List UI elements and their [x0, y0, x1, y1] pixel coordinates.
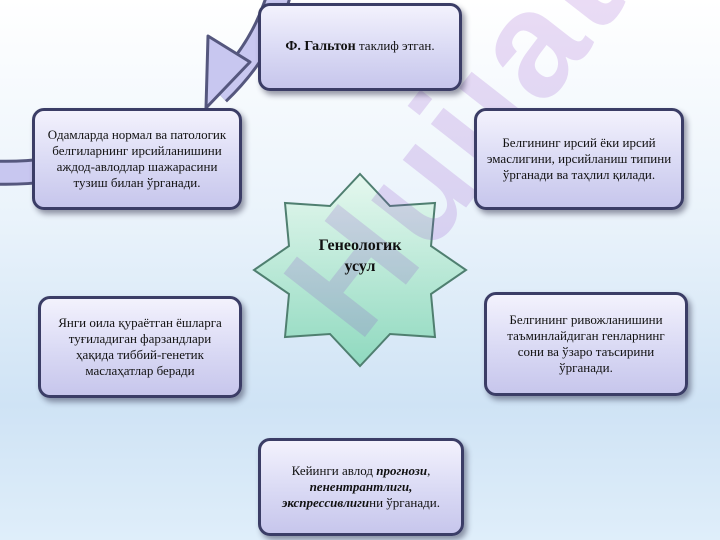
- node-top-text: таклиф этган.: [355, 38, 435, 54]
- cycle-arrow-head: [204, 34, 252, 110]
- center-title-line2: усул: [344, 257, 376, 275]
- center-title-line1: Генеологик: [318, 237, 402, 254]
- node-top: Ф. Гальтон таклиф этган.: [258, 3, 462, 91]
- node-right-top-text: Белгининг ирсий ёки ирсий эмаслигини, ир…: [486, 135, 672, 182]
- node-left-top: Одамларда нормал ва патологик белгиларни…: [32, 108, 242, 210]
- node-bottom-text-b: прогнози: [376, 463, 428, 479]
- node-bottom-text-c: ,: [427, 463, 431, 479]
- center-title: Генеологик усул: [290, 236, 430, 278]
- node-left-bottom-text: Янги оила қураётган ёшларга туғиладиган …: [58, 315, 222, 378]
- node-right-bottom-text: Белгининг ривожланишини таъминлайдиган г…: [507, 312, 665, 375]
- node-left-bottom: Янги оила қураётган ёшларга туғиладиган …: [38, 296, 242, 398]
- node-bottom: Кейинги авлод прогнози, пенентрантлиги, …: [258, 438, 464, 536]
- center-star: [252, 172, 468, 368]
- node-right-top: Белгининг ирсий ёки ирсий эмаслигини, ир…: [474, 108, 684, 210]
- node-top-bold: Ф. Гальтон: [285, 39, 356, 55]
- node-bottom-text-d: пенентрантлиги, экспрессивлиги: [282, 479, 413, 510]
- node-bottom-text-a: Кейинги авлод: [291, 463, 377, 479]
- node-right-bottom: Белгининг ривожланишини таъминлайдиган г…: [484, 292, 688, 396]
- node-left-top-text: Одамларда нормал ва патологик белгиларни…: [47, 127, 227, 190]
- node-bottom-text-e: ни ўрганади.: [369, 494, 440, 510]
